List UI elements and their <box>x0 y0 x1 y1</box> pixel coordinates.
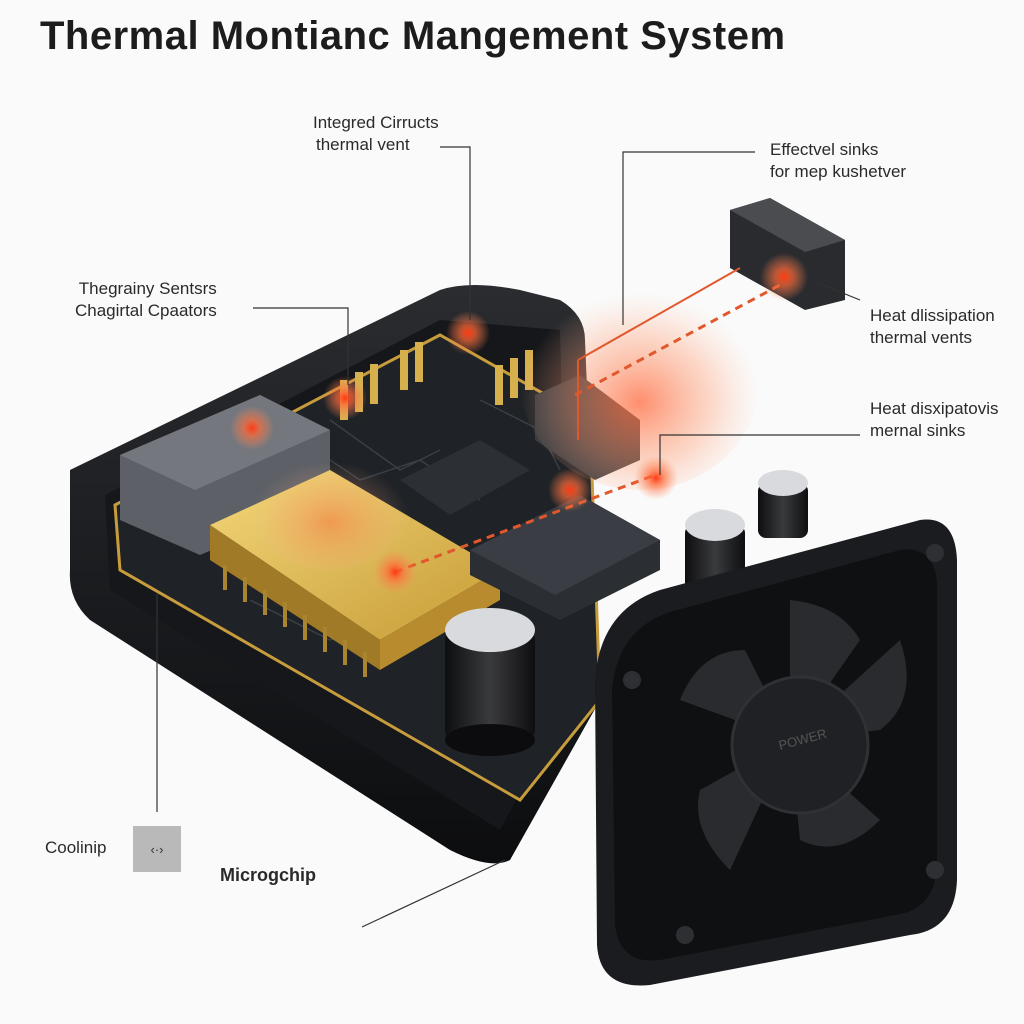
diagram-title: Thermal Montianc Mangement System <box>40 14 786 58</box>
fan-hub <box>730 675 870 815</box>
heat-flow-arrows <box>394 267 781 574</box>
heat-plume <box>520 270 760 490</box>
capacitor-large <box>445 608 535 756</box>
label-coolinip: Coolinip <box>45 838 107 857</box>
capacitor-small <box>758 470 808 538</box>
leader-lines <box>156 146 861 928</box>
secondary-chip <box>400 440 530 515</box>
label-heat-dissipation-sinks: Heat disxipatovis mernal sinks <box>870 399 999 440</box>
heat-hotspots <box>230 253 808 594</box>
cooling-fan: POWER <box>595 519 957 986</box>
label-sensors-capacitors: Thegrainy Sentsrs Chagirtal Cpaators <box>75 279 217 320</box>
coolinip-swatch: ‹·› <box>133 826 181 872</box>
label-heat-dissipation-vents: Heat dlissipation thermal vents <box>870 306 995 347</box>
label-effective-sinks: Effectvel sinks for mep kushetver <box>770 140 907 181</box>
label-integrated-circuits: Integred Cirructs thermal vent <box>313 113 439 154</box>
label-microgchip: Microgchip <box>220 865 317 885</box>
heatsink-pins <box>223 565 367 677</box>
